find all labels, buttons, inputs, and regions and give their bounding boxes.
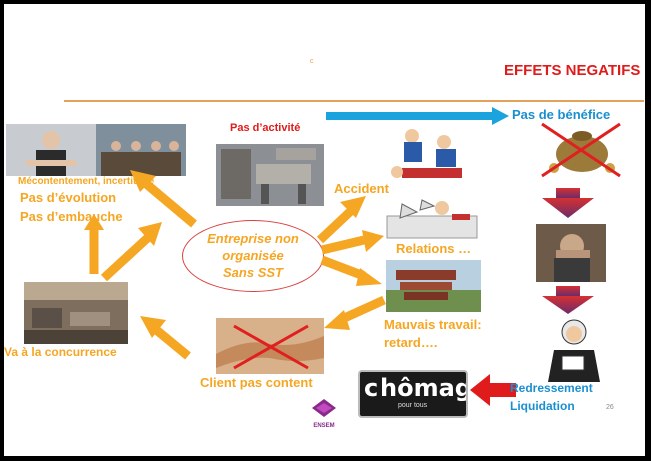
handshake-photo: [216, 318, 324, 374]
title-rule: [64, 100, 644, 102]
ensem-logo-icon: [312, 399, 336, 417]
down-arrow-2: [542, 286, 594, 314]
building-photo: [386, 260, 481, 312]
page-number: 26: [606, 404, 614, 411]
center-line-2: organisée: [222, 248, 284, 263]
label-liquidation: Liquidation: [510, 399, 575, 413]
corner-mark: c: [310, 58, 314, 65]
label-relations: Relations …: [396, 241, 472, 256]
slide: c EFFETS NEGATIFS: [4, 4, 645, 456]
money-bag-illustration: [534, 120, 626, 178]
label-mauvais-2: retard….: [384, 335, 438, 350]
accident-illustration: [382, 124, 480, 186]
arrow-to-relations: [320, 230, 384, 255]
chomage-sign-c: c: [364, 374, 379, 402]
label-mauvais-1: Mauvais travail:: [384, 317, 482, 332]
down-arrow-1: [542, 188, 594, 218]
blue-arrow: [326, 107, 509, 125]
label-pas-embauche: Pas d’embauche: [20, 209, 123, 224]
arrow-to-mauvais: [320, 255, 382, 286]
center-line-3: Sans SST: [223, 265, 283, 280]
arrow-to-accident: [316, 196, 366, 244]
chomage-sign-text: hômage: [380, 374, 466, 402]
label-client: Client pas content: [200, 375, 313, 390]
label-pas-evolution: Pas d’évolution: [20, 190, 117, 205]
label-concurrence: Va à la concurrence: [4, 345, 117, 359]
label-pas-benefice: Pas de bénéfice: [512, 107, 611, 122]
arrow-to-factory: [100, 222, 162, 282]
label-mecontentement: Mécontentement, incertitude: [18, 176, 155, 187]
ensem-logo: ENSEM: [310, 398, 338, 429]
worried-man-photo: [536, 224, 606, 282]
workers-photo: [6, 124, 186, 176]
arrow-to-client: [324, 295, 386, 330]
factory-photo: [24, 282, 128, 344]
arrow-to-concurrence: [140, 316, 191, 360]
relations-illustration: [382, 196, 482, 242]
chomage-sign-subtitle: pour tous: [398, 402, 428, 409]
label-redressement: Redressement: [510, 381, 593, 395]
ensem-logo-text: ENSEM: [313, 423, 335, 429]
chomage-sign: c hômage pour tous: [358, 370, 468, 418]
slide-title: EFFETS NEGATIFS: [504, 62, 641, 79]
judge-illustration: [536, 316, 610, 382]
center-line-1: Entreprise non: [207, 231, 299, 246]
label-pas-activite: Pas d’activité: [230, 122, 301, 134]
label-accident: Accident: [334, 181, 389, 196]
workshop-photo: [216, 144, 324, 206]
center-text: Entreprise non organisée Sans SST: [182, 230, 324, 281]
